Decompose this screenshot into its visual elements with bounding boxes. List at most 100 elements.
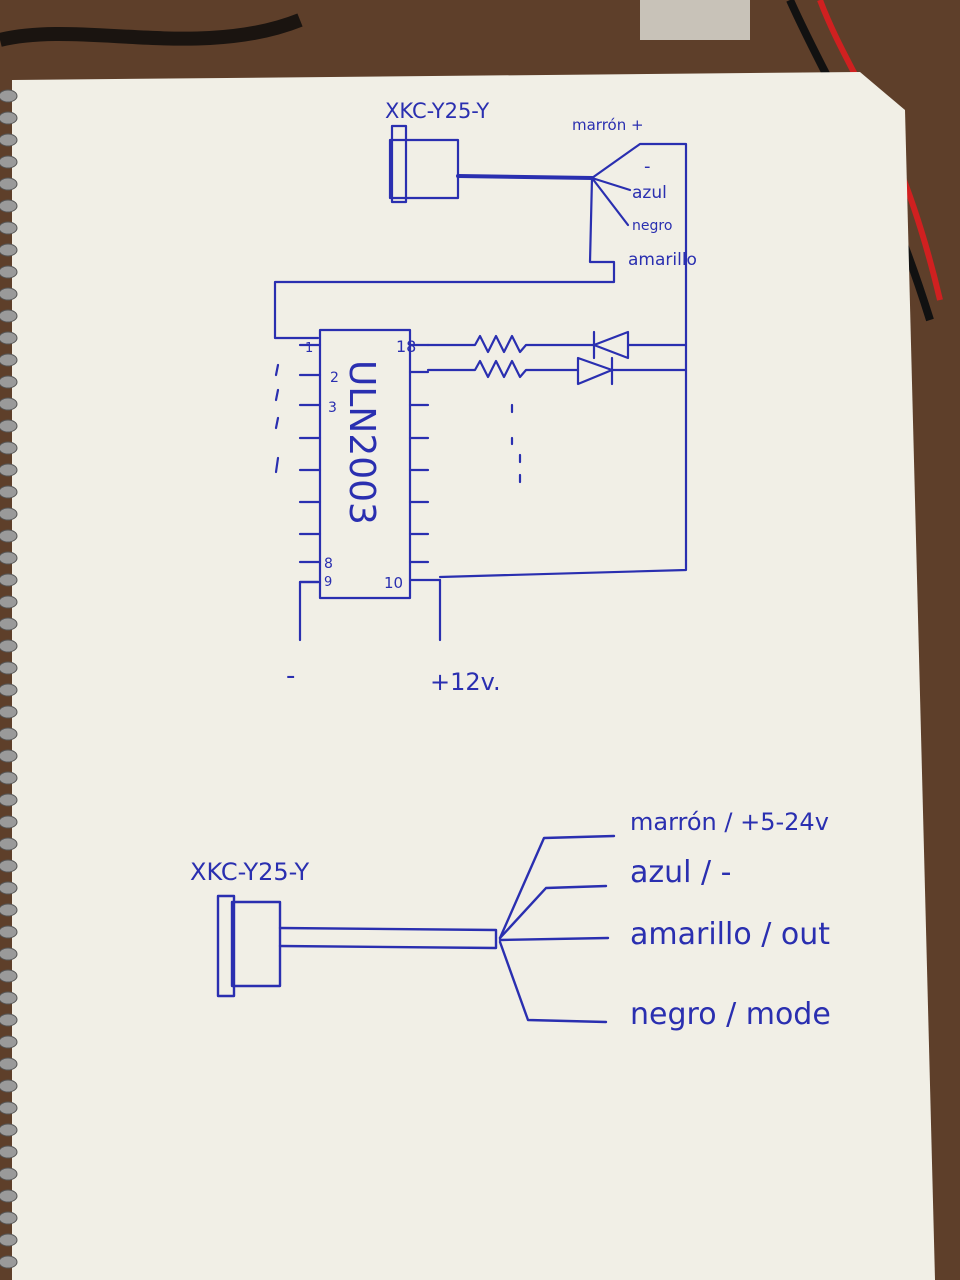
spiral-ring [0,837,18,851]
top-diagram [273,124,688,642]
spiral-ring [0,309,18,323]
spiral-ring [0,507,18,521]
spiral-ring [0,463,18,477]
bottom-diagram [216,834,616,1024]
spiral-ring [0,595,18,609]
pin10-to-rail [438,558,688,579]
spiral-ring [0,969,18,983]
spiral-ring [0,683,18,697]
spiral-ring [0,705,18,719]
spiral-ring [0,397,18,411]
top-sensor-label: XKC-Y25-Y [385,99,489,123]
supply-label: +12v. [430,668,501,696]
spiral-ring [0,991,18,1005]
resistor-2 [426,359,580,379]
label-wire-minus: - [644,156,651,177]
spiral-ring [0,1189,18,1203]
spiral-ring [0,1035,18,1049]
bottom-label-black: negro / mode [630,997,831,1032]
wire-blue [590,176,632,192]
bottom-wire-blue [498,884,608,940]
spiral-ring [0,1101,18,1115]
spiral-ring [0,441,18,455]
spiral-ring [0,749,18,763]
uln2003-chip [318,328,412,600]
spiral-ring [0,1079,18,1093]
paper-sheet [12,72,935,1280]
spiral-ring [0,287,18,301]
spiral-ring [0,815,18,829]
spiral-ring [0,573,18,587]
bottom-label-yellow: amarillo / out [630,917,830,952]
pin-1-label: 1 [305,341,313,356]
spiral-ring [0,1057,18,1071]
spiral-ring [0,771,18,785]
top-sensor-flange [390,124,408,204]
bottom-sensor-flange [216,894,236,998]
spiral-ring [0,111,18,125]
spiral-binding [0,89,18,1269]
spiral-ring [0,1233,18,1247]
wire-yellow-to-pin1 [273,176,616,340]
cable-top-left [0,13,303,47]
resistor-1 [426,334,596,354]
bottom-sensor-label: XKC-Y25-Y [190,858,309,886]
spiral-ring [0,353,18,367]
spiral-ring [0,199,18,213]
ground-wire [298,580,320,642]
spiral-ring [0,1211,18,1225]
bottom-wire-yellow [498,936,610,942]
spiral-ring [0,859,18,873]
label-wire-blue: azul [632,183,667,203]
spiral-ring [0,221,18,235]
spiral-ring [0,1167,18,1181]
spiral-ring [0,551,18,565]
bottom-wire-brown [498,834,616,940]
spiral-ring [0,89,18,103]
spiral-ring [0,1255,18,1269]
spiral-ring [0,661,18,675]
label-wire-yellow: amarillo [628,250,697,270]
spiral-ring [0,155,18,169]
spiral-ring [0,1145,18,1159]
wire-black [590,176,630,227]
label-wire-brown: marrón + [572,116,644,134]
ground-label: - [286,661,295,691]
spiral-ring [0,331,18,345]
bottom-sensor-cable [278,926,498,950]
spiral-ring [0,375,18,389]
spiral-ring [0,881,18,895]
spiral-ring [0,265,18,279]
device-top [640,0,750,40]
wire-brown-plus [590,142,688,562]
bottom-label-blue: azul / - [630,855,731,890]
led-diode-1 [592,330,688,360]
spiral-ring [0,177,18,191]
spiral-ring [0,617,18,631]
continuation-marks [274,363,522,484]
spiral-ring [0,639,18,653]
spiral-ring [0,133,18,147]
spiral-ring [0,947,18,961]
spiral-ring [0,529,18,543]
top-sensor-cable [456,174,594,180]
pin-2-label: 2 [330,370,339,386]
spiral-ring [0,243,18,257]
spiral-ring [0,1013,18,1027]
right-pins [408,343,442,582]
spiral-ring [0,903,18,917]
pin-8-label: 8 [324,556,333,572]
top-sensor-body [388,138,460,200]
spiral-ring [0,1123,18,1137]
spiral-ring [0,727,18,741]
bottom-wire-black [498,940,608,1024]
pin-18-label: 18 [396,337,416,356]
pin-10-label: 10 [384,574,403,592]
label-wire-black: negro [632,218,672,234]
spiral-ring [0,419,18,433]
spiral-ring [0,925,18,939]
bottom-label-brown: marrón / +5-24v [630,808,829,836]
led-diode-2 [576,356,688,386]
pin-3-label: 3 [328,400,337,416]
